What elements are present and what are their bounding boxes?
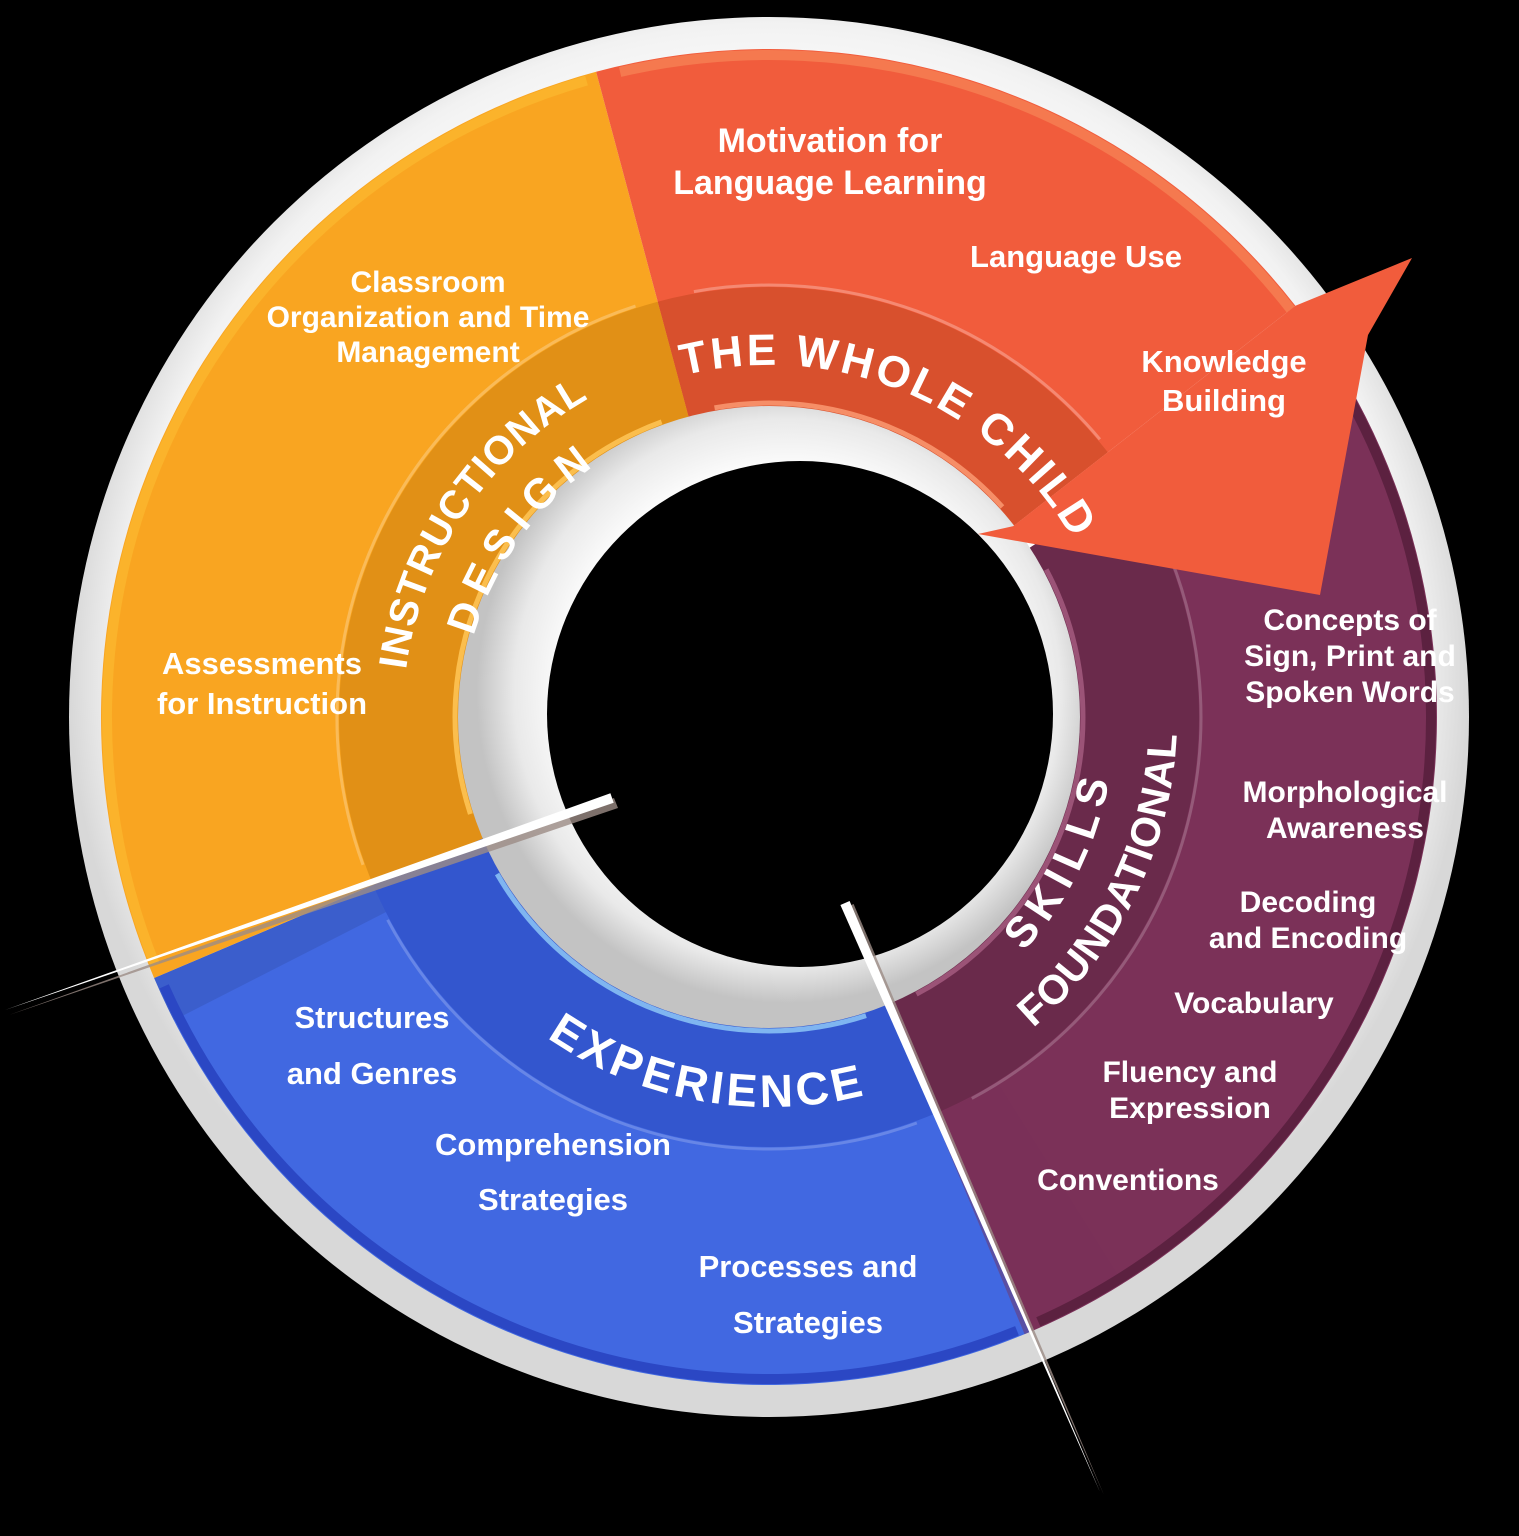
svg-text:Strategies: Strategies [733,1305,883,1340]
svg-text:Fluency and: Fluency and [1102,1056,1277,1089]
rim-foundational [1036,383,1436,1327]
svg-text:Spoken Words: Spoken Words [1245,676,1454,709]
band-highlight-instructional [335,304,636,866]
item-morphological: Morphological Awareness [1243,776,1448,845]
item-comprehension: Comprehension Strategies [435,1127,671,1217]
svg-text:Classroom: Classroom [350,266,505,299]
item-decoding: Decoding and Encoding [1209,886,1407,955]
item-knowledge-building: Knowledge Building [1141,344,1306,418]
svg-text:Language Learning: Language Learning [673,164,987,202]
needle-foundational-experience [840,901,1104,1495]
inner-edge-instructional [452,419,663,815]
item-conventions: Conventions [1037,1164,1219,1197]
rim-instructional [101,75,588,967]
svg-text:Building: Building [1162,383,1286,418]
item-fluency: Fluency and Expression [1102,1056,1277,1125]
band-highlight-whole-child [693,283,1102,441]
item-classroom: Classroom Organization and Time Manageme… [267,266,590,369]
band-experience [373,838,937,1147]
center-hole [547,461,1053,967]
rim-experience [159,984,1019,1385]
inner-edge-experience [494,872,867,1034]
svg-text:Vocabulary: Vocabulary [1174,987,1334,1020]
needle-experience-instructional [5,793,618,1015]
svg-text:and Genres: and Genres [287,1056,458,1091]
svg-text:Expression: Expression [1109,1092,1271,1125]
item-structures: Structures and Genres [287,1000,458,1091]
svg-text:Motivation for: Motivation for [718,122,943,160]
rim-whole-child [618,50,1295,313]
svg-text:Comprehension: Comprehension [435,1127,671,1162]
item-assessments: Assessments for Instruction [157,646,367,721]
item-concepts: Concepts of Sign, Print and Spoken Words [1244,604,1456,709]
svg-text:Structures: Structures [294,1000,449,1035]
band-highlight-foundational [971,513,1203,1100]
band-highlight-experience [386,919,918,1151]
svg-text:and Encoding: and Encoding [1209,922,1407,955]
svg-text:Morphological: Morphological [1243,776,1448,809]
svg-text:Concepts of: Concepts of [1263,604,1437,637]
svg-text:Sign, Print and: Sign, Print and [1244,640,1456,673]
item-vocabulary: Vocabulary [1174,987,1334,1020]
band-whole-child [657,287,1108,527]
ground-shadow [470,1466,1440,1534]
item-language-use: Language Use [970,239,1182,274]
svg-text:Conventions: Conventions [1037,1164,1219,1197]
band-instructional [339,301,689,885]
svg-text:Organization and Time: Organization and Time [267,301,590,334]
item-processes: Processes and Strategies [699,1249,918,1340]
svg-text:Language Use: Language Use [970,239,1182,274]
svg-text:Awareness: Awareness [1266,812,1424,845]
svg-text:Assessments: Assessments [162,646,362,681]
whole-child-arrowhead [978,258,1412,595]
svg-text:Strategies: Strategies [478,1182,628,1217]
svg-text:for Instruction: for Instruction [157,686,367,721]
svg-text:Decoding: Decoding [1240,886,1377,919]
inner-edge-foundational [915,568,1086,997]
item-motivation: Motivation for Language Learning [673,122,987,202]
svg-text:Management: Management [336,336,519,369]
svg-text:Processes and: Processes and [699,1249,918,1284]
svg-text:Knowledge: Knowledge [1141,344,1306,379]
inner-edge-whole-child [714,400,1005,509]
